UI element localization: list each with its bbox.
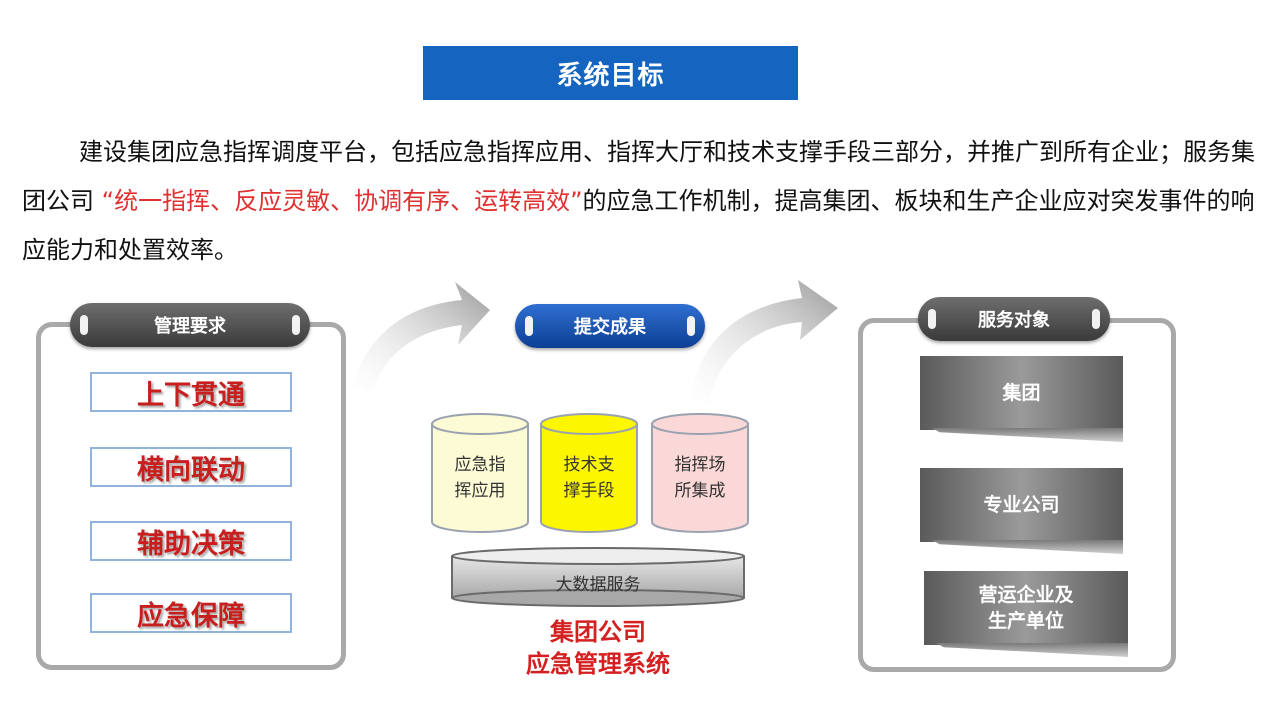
requirement-item: 上下贯通 <box>90 372 292 412</box>
arrow-left-curve-icon <box>352 282 490 395</box>
intro-text-2: 的应急工作机制，提高集团、板块和生产企业应对突发事件的响应能力和处置效率。 <box>22 187 1255 264</box>
service-target-line1: 营运企业及 <box>978 584 1074 606</box>
service-target-item: 营运企业及 生产单位 <box>924 571 1128 645</box>
cylinder-3-line1: 指挥场 <box>674 455 726 475</box>
service-target-line1: 专业公司 <box>983 494 1060 516</box>
big-data-service-label: 大数据服务 <box>555 575 641 595</box>
management-requirements-label: 管理要求 <box>154 316 226 337</box>
deliverables-label: 提交成果 <box>574 317 646 338</box>
pill-dot-icon <box>1092 309 1100 329</box>
service-target-item: 专业公司 <box>920 468 1123 542</box>
requirement-item: 辅助决策 <box>90 521 292 561</box>
service-target-line2: 生产单位 <box>987 610 1064 632</box>
cylinder-1-line1: 应急指 <box>454 455 506 475</box>
pill-dot-icon <box>687 316 695 336</box>
cylinder-3-label: 指挥场 所集成 <box>652 452 748 504</box>
cylinder-1-icon <box>431 413 529 533</box>
intro-paragraph: 建设集团应急指挥调度平台，包括应急指挥应用、指挥大厅和技术支撑手段三部分，并推广… <box>22 128 1262 275</box>
base-platform-icon <box>451 547 745 607</box>
requirement-item: 应急保障 <box>90 593 292 633</box>
arrow-right-curve-icon <box>690 280 838 405</box>
pill-dot-icon <box>928 309 936 329</box>
service-target-line1: 集团 <box>1002 382 1041 404</box>
cylinder-2-line1: 技术支 <box>563 455 615 475</box>
management-requirements-header: 管理要求 <box>70 303 310 347</box>
page-title: 系统目标 <box>423 46 798 100</box>
system-title: 集团公司 应急管理系统 <box>478 616 718 680</box>
cylinder-2-label: 技术支 撑手段 <box>541 452 637 504</box>
pill-dot-icon <box>292 315 300 335</box>
requirement-item: 横向联动 <box>90 447 292 487</box>
system-title-line2: 应急管理系统 <box>526 650 670 678</box>
cylinder-3-icon <box>651 413 749 533</box>
pill-dot-icon <box>525 316 533 336</box>
pill-dot-icon <box>80 315 88 335</box>
service-target-item: 集团 <box>920 356 1123 430</box>
system-title-line1: 集团公司 <box>550 618 646 646</box>
intro-text-1: 建设集团应急指挥调度平台，包括应急指挥应用、指挥大厅和技术支撑手段三部分，并推广… <box>22 138 1255 215</box>
service-targets-label: 服务对象 <box>978 310 1050 331</box>
cylinder-3-line2: 所集成 <box>674 481 726 501</box>
cylinder-2-icon <box>540 413 638 533</box>
deliverables-header: 提交成果 <box>515 304 705 348</box>
cylinder-1-line2: 挥应用 <box>454 481 506 501</box>
service-targets-header: 服务对象 <box>918 297 1110 341</box>
cylinder-2-line2: 撑手段 <box>563 481 615 501</box>
intro-highlight: “统一指挥、反应灵敏、协调有序、运转高效” <box>101 187 583 215</box>
cylinder-1-label: 应急指 挥应用 <box>432 452 528 504</box>
